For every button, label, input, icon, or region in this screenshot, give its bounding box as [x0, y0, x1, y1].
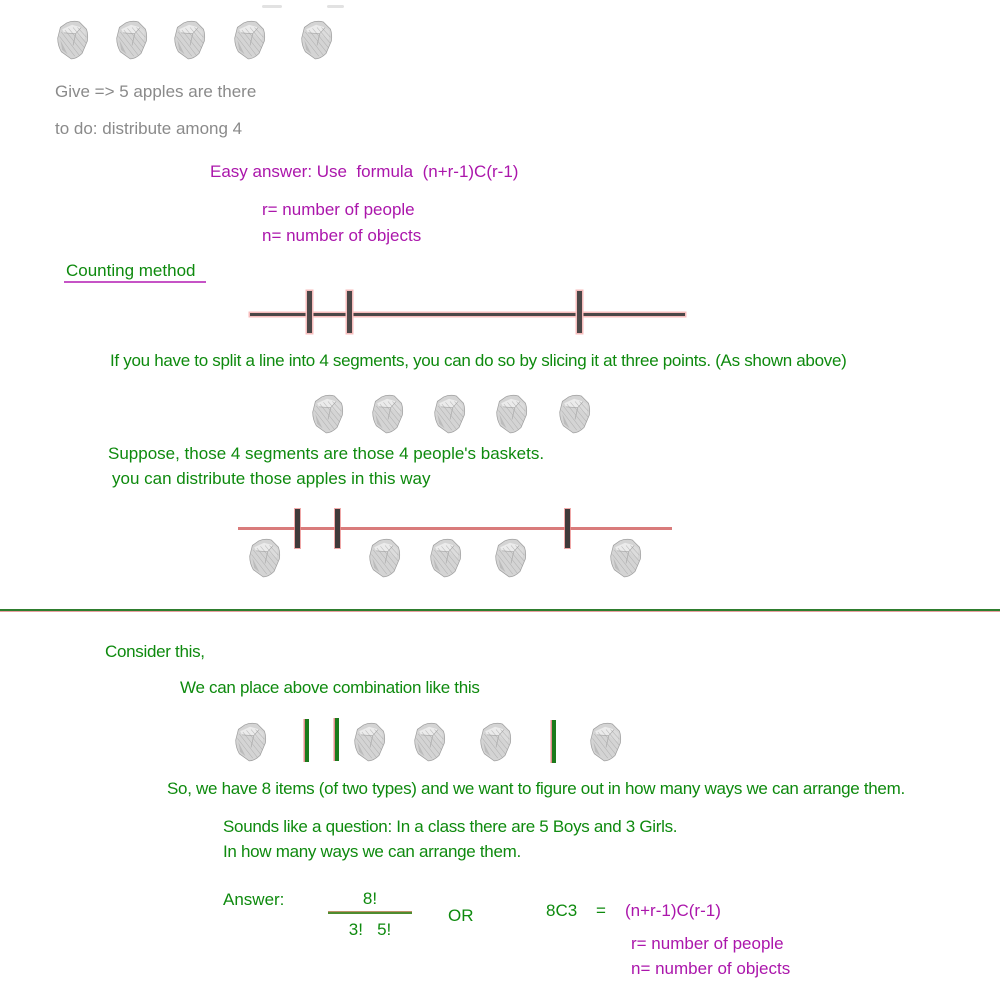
r-definition-2: r= number of people — [631, 934, 784, 953]
apple-sketch-icon — [610, 538, 642, 578]
slice-tick — [335, 509, 340, 548]
in-how-line: In how many ways we can arrange them. — [223, 842, 521, 861]
slice-tick — [307, 291, 312, 333]
apple-sketch-icon — [234, 20, 266, 60]
slice-tick — [577, 291, 582, 333]
apple-sketch-icon — [174, 20, 206, 60]
split-caption: If you have to split a line into 4 segme… — [110, 351, 847, 370]
apple-sketch-icon — [414, 722, 446, 762]
slice-tick — [347, 291, 352, 333]
apple-sketch-icon — [301, 20, 333, 60]
consider-line: Consider this, — [105, 642, 205, 661]
apple-sketch-icon — [590, 722, 622, 762]
divider-bar — [335, 718, 339, 761]
line-diagram-2 — [238, 527, 672, 530]
apple-sketch-icon — [312, 394, 344, 434]
or-label: OR — [448, 906, 474, 925]
apple-sketch-icon — [496, 394, 528, 434]
apple-sketch-icon — [235, 722, 267, 762]
ncr-lhs: 8C3 — [546, 901, 578, 920]
stray-mark — [327, 5, 344, 8]
stray-mark — [262, 5, 282, 8]
apple-sketch-icon — [354, 722, 386, 762]
apple-sketch-icon — [372, 394, 404, 434]
apple-sketch-icon — [434, 394, 466, 434]
apple-sketch-icon — [559, 394, 591, 434]
answer-label: Answer: — [223, 890, 285, 909]
so-line: So, we have 8 items (of two types) and w… — [167, 779, 905, 798]
slice-tick — [295, 509, 300, 548]
slice-tick — [565, 509, 570, 548]
sounds-line: Sounds like a question: In a class there… — [223, 817, 678, 836]
line-diagram-1 — [250, 313, 685, 316]
divider-bar — [552, 720, 556, 763]
apple-sketch-icon — [480, 722, 512, 762]
n-definition-2: n= number of objects — [631, 959, 791, 978]
formula-heading: Easy answer: Use formula (n+r-1)C(r-1) — [210, 162, 519, 181]
ncr-rhs: (n+r-1)C(r-1) — [625, 901, 721, 920]
equals-sign: = — [596, 901, 606, 920]
todo-line: to do: distribute among 4 — [55, 119, 243, 138]
place-line: We can place above combination like this — [180, 678, 480, 697]
n-definition: n= number of objects — [262, 226, 422, 245]
section-divider — [0, 609, 1000, 612]
given-line: Give => 5 apples are there — [55, 82, 257, 101]
apple-sketch-icon — [57, 20, 89, 60]
fraction-numerator: 8! — [362, 889, 378, 908]
divider-bar — [305, 719, 309, 762]
counting-method-heading: Counting method — [66, 261, 196, 280]
heading-underline — [64, 281, 206, 283]
suppose-line: Suppose, those 4 segments are those 4 pe… — [108, 444, 545, 463]
apple-sketch-icon — [495, 538, 527, 578]
r-definition: r= number of people — [262, 200, 415, 219]
apple-sketch-icon — [430, 538, 462, 578]
fraction-denominator: 3! 5! — [348, 920, 392, 939]
apple-sketch-icon — [116, 20, 148, 60]
distribute-line: you can distribute those apples in this … — [112, 469, 431, 488]
apple-sketch-icon — [249, 538, 281, 578]
apple-sketch-icon — [369, 538, 401, 578]
fraction-bar — [328, 911, 412, 914]
